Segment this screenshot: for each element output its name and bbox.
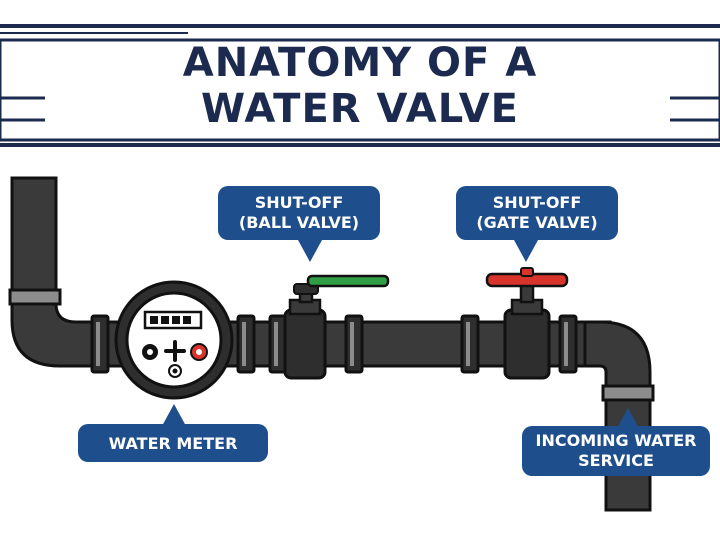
callout-ball-valve: SHUT-OFF (BALL VALVE) (218, 186, 380, 262)
gate-valve-body (503, 308, 551, 380)
meter-center-dot (168, 364, 182, 378)
meter-odometer-digits (150, 316, 191, 324)
callout-water-meter-box (78, 424, 268, 462)
water-meter (114, 280, 234, 400)
ball-valve-handle (306, 274, 390, 288)
callout-gate-valve: SHUT-OFF (GATE VALVE) (456, 186, 618, 262)
left-riser-coupling (8, 288, 62, 306)
callout-water-meter: WATER METER (78, 404, 268, 462)
title-banner (0, 24, 720, 147)
callout-ball-valve-line2: (BALL VALVE) (239, 213, 359, 232)
callout-ball-valve-pointer (298, 240, 322, 262)
callout-gate-valve-box (456, 186, 618, 240)
plus-icon (164, 340, 186, 362)
gauge-icon (190, 343, 208, 361)
callout-incoming-box (522, 426, 710, 476)
meter-dial-icon (142, 344, 158, 360)
ball-valve (283, 274, 390, 380)
callout-ball-valve-line1: SHUT-OFF (255, 193, 344, 212)
callout-incoming-line2: SERVICE (578, 451, 654, 470)
left-elbow (10, 302, 102, 368)
banner-frame (0, 38, 720, 142)
callout-incoming: INCOMING WATER SERVICE (522, 408, 710, 476)
callout-gate-valve-line2: (GATE VALVE) (476, 213, 597, 232)
callout-water-meter-label: WATER METER (109, 434, 238, 453)
callout-water-meter-pointer (162, 404, 186, 426)
right-down-coupling (601, 384, 655, 402)
right-elbow (583, 320, 652, 392)
ball-valve-body (283, 308, 327, 380)
page-title-line-2: WATER VALVE (201, 86, 519, 132)
banner-left-frame (0, 32, 188, 34)
callout-incoming-line1: INCOMING WATER (536, 431, 697, 450)
callout-gate-valve-pointer (514, 240, 538, 262)
callout-ball-valve-box (218, 186, 380, 240)
callout-incoming-pointer (616, 408, 640, 430)
gate-valve (485, 267, 569, 380)
page-title-line-1: ANATOMY OF A (182, 40, 538, 86)
callout-gate-valve-line1: SHUT-OFF (493, 193, 582, 212)
gate-valve-cap (520, 267, 534, 277)
